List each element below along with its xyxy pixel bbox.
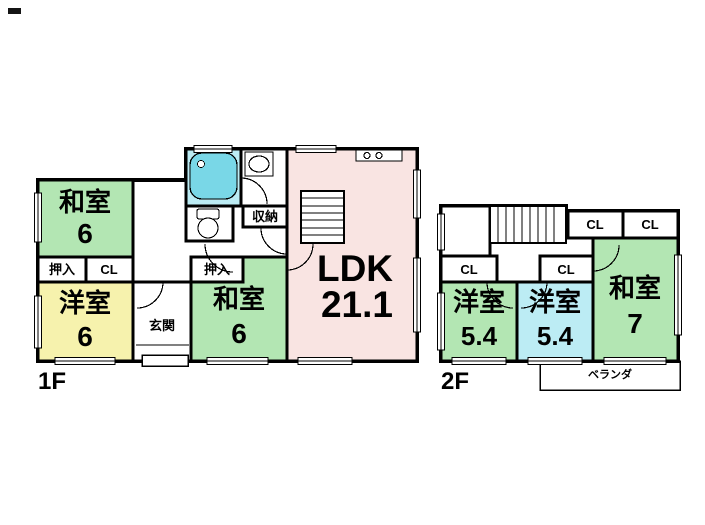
closet-oshiire-center (189, 255, 245, 284)
stove-icon (355, 149, 403, 162)
closet-oshiire-nw (36, 255, 88, 284)
hall-2f (439, 204, 492, 259)
door-arc (520, 281, 548, 309)
window (673, 254, 683, 336)
door-arc (204, 243, 234, 273)
floor-label-1f: 1F (38, 368, 66, 395)
door-arc (136, 281, 164, 309)
door-arc (486, 281, 514, 309)
closet-cl-nw (84, 255, 135, 284)
label-washitsu-nw-size: 6 (77, 218, 93, 249)
label-washitsu-center: 和室 (213, 284, 265, 314)
corner-artifact (8, 8, 21, 14)
label-ldk: LDK (317, 248, 393, 289)
label-yoshitsu-1f: 洋室 (59, 288, 111, 318)
window (527, 356, 583, 366)
label-washitsu-center-size: 6 (231, 318, 247, 349)
window (436, 292, 446, 351)
label-yoshitsu-a-size: 5.4 (461, 321, 498, 351)
window (206, 356, 269, 366)
closet-top-right (621, 209, 680, 240)
label-ldk-size: 21.1 (321, 284, 393, 325)
label-oshiire-center: 押入 (204, 262, 230, 277)
closet-a (439, 254, 499, 284)
window (603, 356, 667, 366)
floor-plan-2f: CL CL CL CL 洋室 5.4 洋室 5.4 和室 7 ベランダ 2F (436, 204, 683, 395)
label-yoshitsu-a: 洋室 (453, 287, 505, 317)
veranda-outline (539, 360, 681, 391)
window (436, 213, 446, 251)
room-shuno (241, 204, 289, 229)
stairs-2f (489, 205, 567, 244)
window (412, 257, 422, 333)
window (451, 356, 507, 366)
room-yoshitsu-1f (36, 280, 135, 363)
closet-top-left (566, 209, 625, 240)
window (33, 192, 43, 243)
window (54, 356, 116, 366)
window (193, 144, 233, 154)
door-arc (240, 177, 268, 205)
window (297, 356, 353, 366)
label-cl-top-right: CL (641, 217, 658, 232)
label-cl-top-left: CL (586, 217, 603, 232)
label-oshiire-nw: 押入 (49, 262, 75, 277)
door-arc (592, 244, 620, 272)
bathtub-icon (189, 152, 238, 200)
closet-b (538, 254, 595, 284)
door-arc (260, 227, 288, 255)
label-genkan: 玄関 (149, 318, 175, 333)
window (412, 169, 422, 219)
room-ldk (285, 147, 419, 363)
label-washitsu-2f-size: 7 (627, 308, 643, 339)
floor-plan-1f: 和室 6 押入 CL 洋室 6 玄関 押入 和室 6 収納 LDK 21.1 1… (33, 144, 422, 395)
window (33, 295, 43, 349)
label-shuno: 収納 (252, 209, 278, 224)
label-yoshitsu-b-size: 5.4 (537, 321, 574, 351)
label-washitsu-2f: 和室 (609, 273, 661, 303)
label-cl-b: CL (557, 262, 574, 277)
label-cl-nw: CL (100, 262, 117, 277)
stairs-1f (300, 190, 345, 244)
entrance-door (141, 354, 189, 367)
sink-icon (244, 151, 274, 177)
label-cl-a: CL (460, 262, 477, 277)
label-veranda: ベランダ (588, 367, 632, 381)
label-washitsu-nw: 和室 (59, 187, 111, 217)
label-yoshitsu-b: 洋室 (529, 287, 581, 317)
window (295, 144, 337, 154)
floor-label-2f: 2F (441, 368, 469, 395)
door-arc (286, 243, 314, 271)
toilet-icon (196, 208, 220, 239)
label-yoshitsu-1f-size: 6 (77, 321, 93, 352)
